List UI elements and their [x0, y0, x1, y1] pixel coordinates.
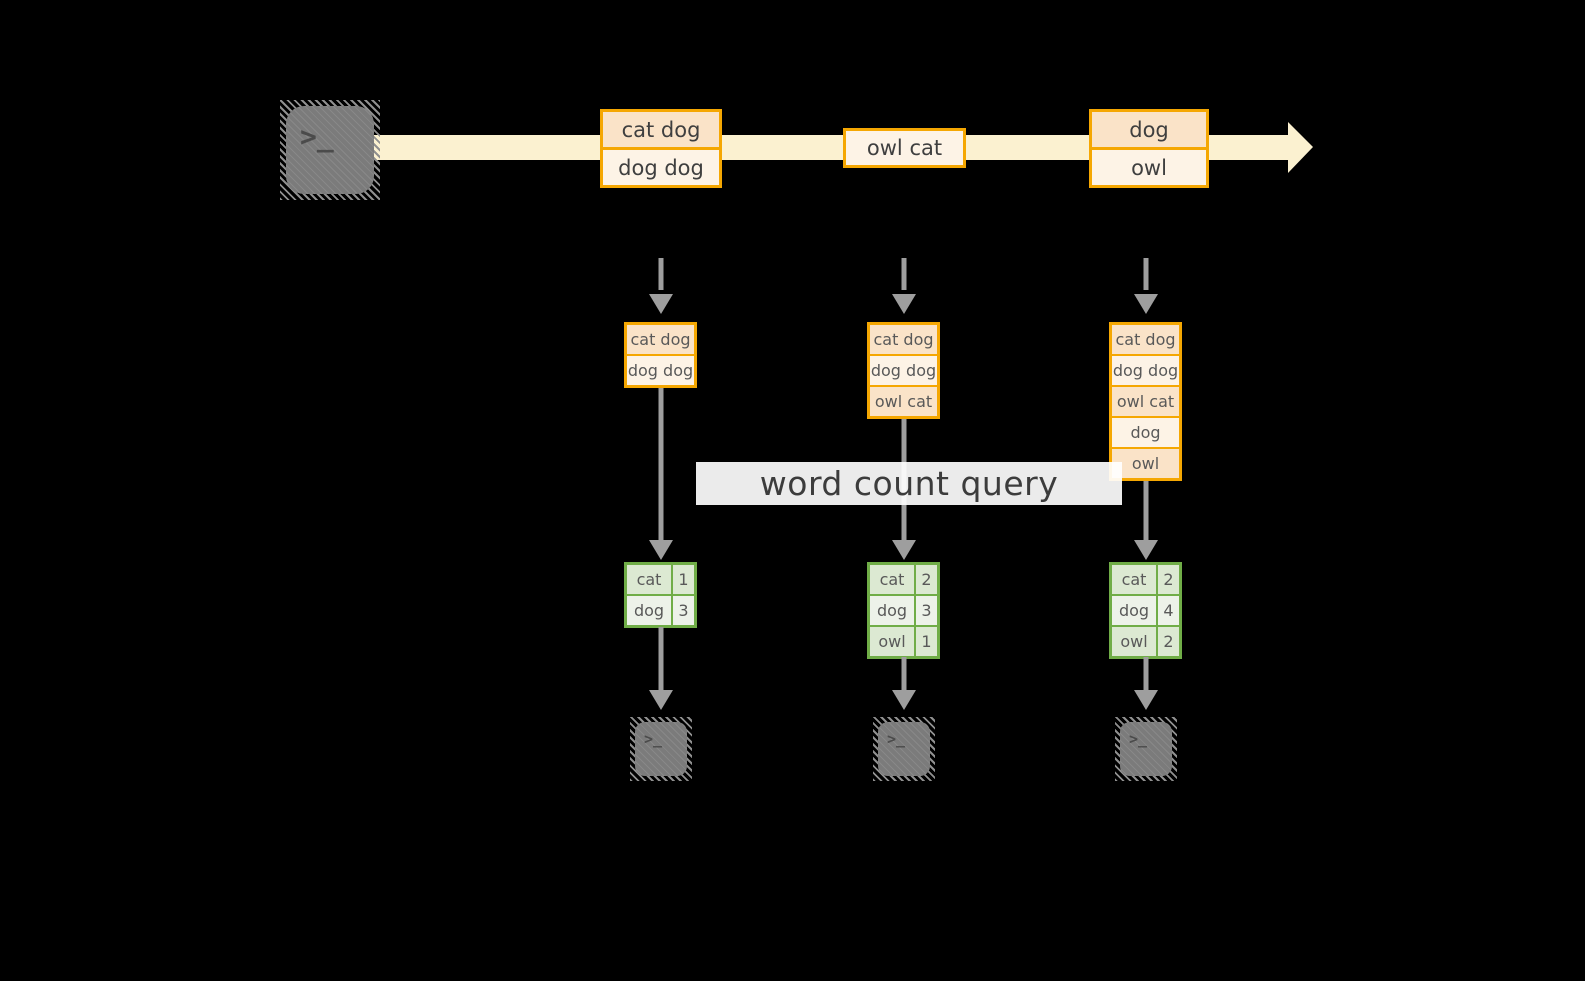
output-arrowhead-icon [1134, 690, 1158, 710]
stack-cell: dog dog [870, 356, 937, 385]
terminal-screen: >_ [1120, 722, 1172, 776]
output-arrowhead-icon [649, 690, 673, 710]
dashed-arrow-line [901, 258, 907, 290]
prompt-glyph: >_ [644, 730, 663, 748]
stack-cell: dog [1112, 418, 1179, 447]
count-cell: 2 [1158, 565, 1179, 594]
count-cell: 4 [1158, 596, 1179, 625]
stream-batch-3: dog owl [1089, 109, 1209, 188]
output-arrow-line [658, 627, 664, 691]
word-cell: dog [1112, 596, 1156, 625]
word-cell: owl [870, 627, 914, 656]
stream-batch-1: cat dog dog dog [600, 109, 722, 188]
sink-terminal-icon: >_ [1115, 717, 1177, 781]
stream-arrowhead-icon [1288, 122, 1313, 173]
source-terminal-icon: >_ [280, 100, 380, 200]
stack-cell: owl cat [1112, 387, 1179, 416]
count-cell: 1 [916, 627, 937, 656]
count-cell: 2 [916, 565, 937, 594]
word-cell: cat [1112, 565, 1156, 594]
query-label: word count query [696, 462, 1122, 505]
dashed-arrow-line [1143, 258, 1149, 290]
stack-cell: cat dog [1112, 325, 1179, 354]
count-cell: 3 [916, 596, 937, 625]
dashed-arrowhead-icon [649, 294, 673, 314]
batch-cell: cat dog [603, 112, 719, 147]
terminal-screen: >_ [286, 106, 374, 194]
stream-batch-2: owl cat [843, 128, 966, 168]
terminal-screen: >_ [878, 722, 930, 776]
word-cell: dog [870, 596, 914, 625]
count-cell: 1 [673, 565, 694, 594]
stack-cell: dog dog [1112, 356, 1179, 385]
query-arrowhead-icon [892, 540, 916, 560]
stack-cell: owl cat [870, 387, 937, 416]
prompt-glyph: >_ [300, 120, 334, 153]
batch-cell: dog dog [603, 150, 719, 185]
stack-cell: cat dog [627, 325, 694, 354]
output-arrow-line [901, 657, 907, 691]
word-count-table-3: cat 2 dog 4 owl 2 [1109, 562, 1182, 659]
query-arrowhead-icon [1134, 540, 1158, 560]
dashed-arrow-line [658, 258, 664, 290]
word-cell: dog [627, 596, 671, 625]
input-stack-3: cat dog dog dog owl cat dog owl [1109, 322, 1182, 481]
batch-cell: dog [1092, 112, 1206, 147]
input-stack-1: cat dog dog dog [624, 322, 697, 388]
terminal-screen: >_ [635, 722, 687, 776]
dashed-arrowhead-icon [1134, 294, 1158, 314]
query-arrow-line [658, 388, 664, 541]
stack-cell: dog dog [627, 356, 694, 385]
word-cell: owl [1112, 627, 1156, 656]
output-arrowhead-icon [892, 690, 916, 710]
count-cell: 2 [1158, 627, 1179, 656]
word-cell: cat [627, 565, 671, 594]
dashed-arrowhead-icon [892, 294, 916, 314]
stack-cell: owl [1112, 449, 1179, 478]
query-arrowhead-icon [649, 540, 673, 560]
word-count-table-1: cat 1 dog 3 [624, 562, 697, 628]
batch-cell: owl [1092, 150, 1206, 185]
query-arrow-line [1143, 481, 1149, 541]
count-cell: 3 [673, 596, 694, 625]
prompt-glyph: >_ [887, 730, 906, 748]
stack-cell: cat dog [870, 325, 937, 354]
input-stack-2: cat dog dog dog owl cat [867, 322, 940, 419]
word-cell: cat [870, 565, 914, 594]
prompt-glyph: >_ [1129, 730, 1148, 748]
sink-terminal-icon: >_ [873, 717, 935, 781]
word-count-table-2: cat 2 dog 3 owl 1 [867, 562, 940, 659]
batch-cell: owl cat [846, 131, 963, 165]
output-arrow-line [1143, 657, 1149, 691]
sink-terminal-icon: >_ [630, 717, 692, 781]
